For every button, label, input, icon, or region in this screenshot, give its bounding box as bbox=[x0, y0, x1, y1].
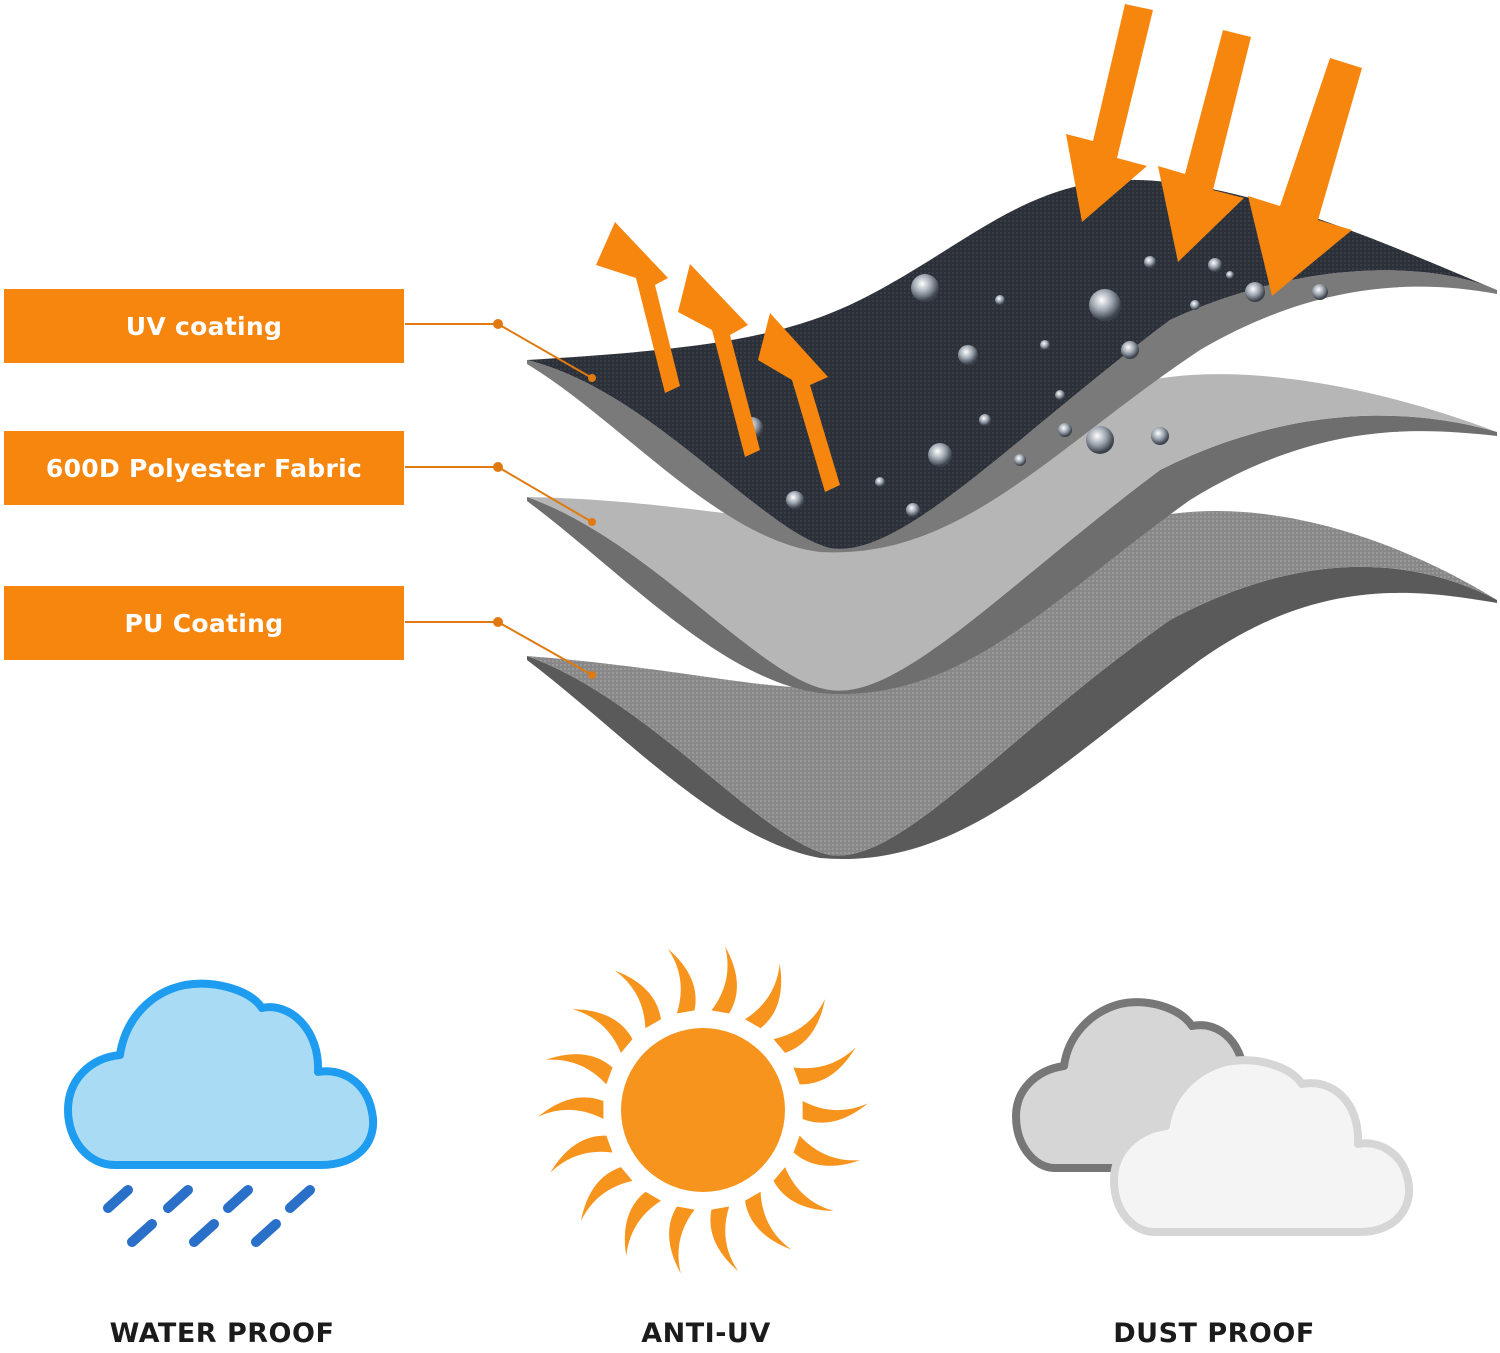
label-polyester-fabric-text: 600D Polyester Fabric bbox=[45, 453, 363, 483]
water-droplet bbox=[911, 274, 939, 302]
sun-icon bbox=[538, 946, 868, 1274]
up-arrow-3 bbox=[758, 313, 840, 492]
sun-ray bbox=[580, 1167, 633, 1222]
label-uv-coating-text: UV coating bbox=[125, 311, 283, 341]
water-droplet bbox=[1190, 300, 1200, 310]
water-droplet bbox=[1058, 423, 1072, 437]
rain-cloud-icon bbox=[64, 979, 378, 1247]
water-droplet bbox=[1312, 284, 1328, 300]
water-droplet bbox=[1121, 341, 1139, 359]
sun-ray bbox=[545, 1054, 613, 1085]
water-droplet bbox=[875, 477, 885, 487]
feature-label-dust-proof: DUST PROOF bbox=[1113, 1318, 1315, 1349]
water-droplet bbox=[786, 491, 804, 509]
sun-ray bbox=[614, 970, 661, 1029]
sun-ray bbox=[550, 1135, 613, 1173]
polyester-fabric-layer bbox=[527, 374, 1497, 694]
up-arrow-2 bbox=[678, 264, 760, 457]
water-droplet bbox=[928, 443, 952, 467]
sun-ray bbox=[669, 1206, 695, 1274]
label-pu-coating-text: PU Coating bbox=[124, 608, 284, 638]
sun-ray bbox=[710, 1206, 739, 1272]
leader-dots bbox=[493, 319, 596, 679]
water-droplet bbox=[1151, 427, 1169, 445]
water-droplet bbox=[1208, 258, 1222, 272]
pu-coating-layer bbox=[527, 511, 1497, 859]
sun-ray bbox=[793, 1047, 856, 1085]
reflected-uv-arrows bbox=[596, 222, 840, 492]
down-arrow-1 bbox=[1066, 4, 1153, 222]
sun-ray bbox=[745, 963, 782, 1029]
label-polyester-fabric: 600D Polyester Fabric bbox=[4, 431, 404, 505]
water-droplet bbox=[1086, 426, 1114, 454]
water-droplet bbox=[979, 414, 991, 426]
sun-ray bbox=[793, 1135, 861, 1166]
water-droplet bbox=[958, 345, 978, 365]
dust-cloud-icon bbox=[1012, 998, 1414, 1236]
water-droplet bbox=[1245, 282, 1265, 302]
sun-ray bbox=[538, 1097, 604, 1119]
sun-ray bbox=[773, 1167, 834, 1211]
water-droplet bbox=[1144, 256, 1156, 268]
incoming-uv-arrows bbox=[1066, 4, 1362, 296]
water-droplet bbox=[906, 503, 920, 517]
sun-ray bbox=[773, 998, 826, 1053]
sun-ray bbox=[624, 1191, 661, 1257]
water-droplet bbox=[1055, 390, 1065, 400]
up-arrow-1 bbox=[596, 222, 680, 393]
feature-label-water-proof: WATER PROOF bbox=[109, 1318, 335, 1349]
label-uv-coating: UV coating bbox=[4, 289, 404, 363]
sun-ray bbox=[711, 946, 737, 1014]
water-droplet bbox=[995, 295, 1005, 305]
uv-coating-layer bbox=[527, 179, 1497, 553]
sun-ray bbox=[667, 948, 696, 1014]
down-arrow-3 bbox=[1248, 58, 1362, 296]
sun-ray bbox=[572, 1009, 633, 1053]
sun-ray bbox=[745, 1191, 792, 1250]
water-droplet bbox=[1226, 271, 1234, 279]
water-droplet bbox=[1014, 454, 1026, 466]
water-droplet bbox=[1089, 289, 1121, 321]
down-arrow-2 bbox=[1158, 30, 1251, 262]
feature-label-anti-uv: ANTI-UV bbox=[641, 1318, 771, 1349]
water-droplet bbox=[1040, 340, 1050, 350]
sun-ray bbox=[802, 1101, 868, 1123]
label-pu-coating: PU Coating bbox=[4, 586, 404, 660]
